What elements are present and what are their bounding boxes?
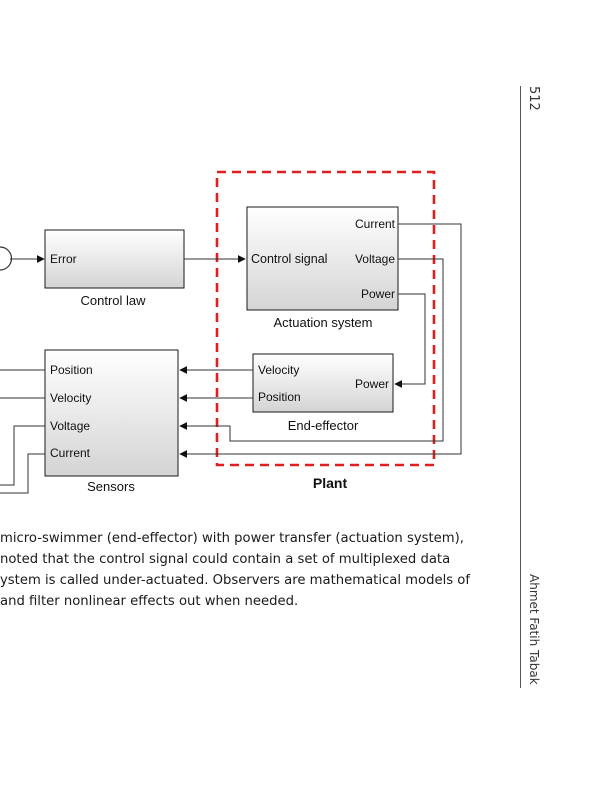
author-name: Ahmet Fatih Tabak	[527, 574, 541, 685]
actuation-output-power: Power	[361, 287, 395, 301]
block-diagram: Plant Error Control law Control signal C…	[0, 170, 462, 494]
caption-line: micro-swimmer (end-effector) with power …	[0, 531, 464, 546]
side-rule	[520, 86, 521, 688]
actuation-output-current: Current	[355, 217, 396, 231]
actuation-output-voltage: Voltage	[355, 252, 395, 266]
figure-caption: micro-swimmer (end-effector) with power …	[0, 528, 488, 612]
end-effector-output-velocity: Velocity	[258, 363, 299, 377]
caption-line: and filter nonlinear effects out when ne…	[0, 594, 299, 609]
power-wire	[394, 293, 426, 388]
sensors-port-voltage: Voltage	[50, 419, 90, 433]
plant-boundary	[215, 170, 436, 467]
control-law-input-label: Error	[50, 252, 77, 266]
actuation-caption: Actuation system	[274, 315, 373, 330]
actuation-system-block	[246, 206, 399, 311]
sensor-output-current	[0, 453, 45, 494]
caption-line: ystem is called under-actuated. Observer…	[0, 573, 471, 588]
control-law-block	[44, 229, 185, 289]
current-feedback-wire	[179, 223, 462, 458]
sensors-port-position: Position	[50, 363, 93, 377]
voltage-feedback-wire	[179, 258, 444, 442]
control-law-caption: Control law	[80, 293, 146, 308]
plant-label: Plant	[313, 475, 348, 491]
end-effector-block	[252, 353, 394, 413]
summing-junction	[0, 246, 13, 271]
end-effector-input-power: Power	[355, 377, 389, 391]
end-effector-output-position: Position	[258, 390, 301, 404]
sensors-caption: Sensors	[87, 479, 135, 494]
sensors-port-current: Current	[50, 446, 91, 460]
sensors-port-velocity: Velocity	[50, 391, 91, 405]
sensor-output-voltage	[0, 425, 45, 486]
caption-line: noted that the control signal could cont…	[0, 552, 451, 567]
end-effector-caption: End-effector	[288, 418, 359, 433]
sensors-block	[44, 349, 179, 477]
actuation-input-label: Control signal	[251, 252, 327, 266]
